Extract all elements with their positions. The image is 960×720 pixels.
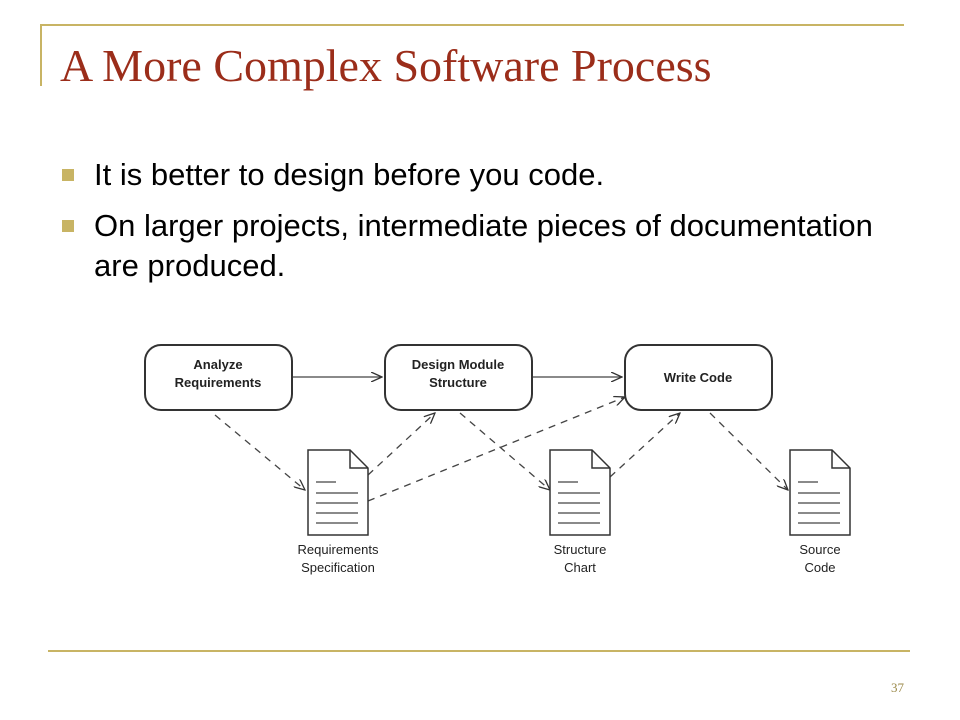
process-node-design: Design Module Structure — [384, 344, 533, 411]
bullet-list: It is better to design before you code. … — [58, 155, 878, 297]
document-node-source-code: Source Code — [789, 449, 851, 575]
document-node-struct-chart: Structure Chart — [549, 449, 611, 575]
process-label-line: Requirements — [175, 375, 262, 390]
document-icon — [549, 449, 611, 536]
document-node-req-spec: Requirements Specification — [298, 449, 379, 575]
document-label-line: Structure — [554, 542, 607, 557]
page-number: 37 — [891, 680, 904, 695]
process-diagram: Analyze Requirements Design Module Struc… — [144, 344, 851, 575]
process-node-write: Write Code — [624, 344, 773, 411]
square-bullet-icon — [62, 169, 74, 181]
process-label-line: Write Code — [664, 370, 732, 385]
edge-write-to-source-code — [709, 412, 788, 490]
process-label-line: Structure — [429, 375, 487, 390]
document-label-line: Specification — [301, 560, 375, 575]
frame-top-rule — [40, 24, 904, 26]
edge-req-spec-to-design — [367, 413, 435, 476]
document-label-line: Source — [799, 542, 840, 557]
document-icon — [307, 449, 369, 536]
edge-struct-chart-to-write — [609, 413, 680, 478]
process-label-line: Analyze — [193, 357, 242, 372]
bullet-text: On larger projects, intermediate pieces … — [94, 208, 873, 283]
edge-design-to-struct-chart — [459, 412, 550, 490]
bullet-text: It is better to design before you code. — [94, 157, 605, 192]
document-label-line: Chart — [564, 560, 596, 575]
square-bullet-icon — [62, 220, 74, 232]
bullet-item: On larger projects, intermediate pieces … — [58, 206, 878, 286]
footer-rule — [48, 650, 910, 652]
process-node-analyze: Analyze Requirements — [144, 344, 293, 411]
document-label-line: Code — [804, 560, 835, 575]
process-label-line: Design Module — [412, 357, 504, 372]
edge-analyze-to-req-spec — [214, 414, 305, 490]
document-icon — [789, 449, 851, 536]
slide-title: A More Complex Software Process — [60, 40, 712, 91]
document-label-line: Requirements — [298, 542, 379, 557]
bullet-item: It is better to design before you code. — [58, 155, 878, 195]
frame-left-rule — [40, 24, 42, 86]
